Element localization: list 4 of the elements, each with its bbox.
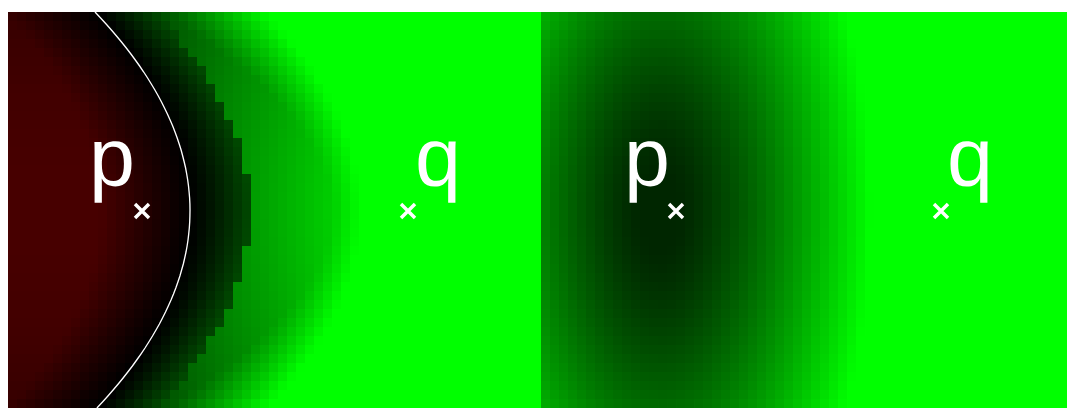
point-label: q [418, 141, 456, 203]
point-label: p [94, 141, 132, 203]
point-label: p [629, 141, 667, 203]
point-label: q [950, 141, 988, 203]
